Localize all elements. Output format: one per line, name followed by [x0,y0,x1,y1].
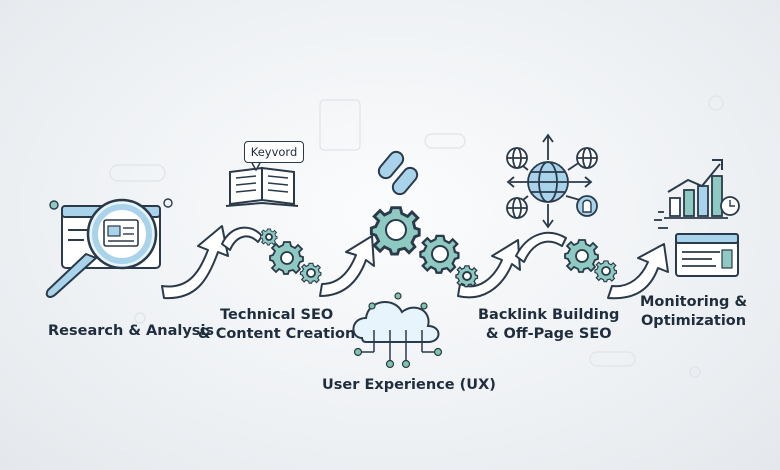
gears-group-3 [564,239,617,283]
arrow-3b [515,231,567,263]
arrow-4 [607,243,669,300]
stage-label-line: User Experience (UX) [322,377,496,393]
arrow-1 [161,225,229,300]
stage-label-line: Monitoring & [640,294,748,310]
chain-link-icon [377,150,419,196]
cloud-network-icon [352,292,443,369]
stage-label-line: & Content Creation [198,326,356,342]
gears-group-2 [369,206,479,288]
stage-label-line: Technical SEO [220,307,334,323]
background-decoration [109,95,724,378]
arrow-2 [319,235,375,297]
stage-label-line: & Off-Page SEO [485,326,612,342]
stage-label-technical: Technical SEO & Content Creation [198,306,355,344]
stage-label-research: Research & Analysis [48,322,214,341]
book-icon [225,162,299,207]
stage-label-line: Research & Analysis [48,323,215,339]
stage-label-line: Optimization [640,313,747,329]
magnifier-icon [45,198,173,298]
arrow-1b [221,226,263,251]
flow-arrows [161,225,669,300]
globe-network-icon [506,133,598,229]
keyword-tag: Keyvord [244,141,304,163]
gears-group-1 [260,228,322,284]
stage-label-monitoring: Monitoring & Optimization [640,293,747,331]
stage-label-ux: User Experience (UX) [322,376,496,395]
stage-label-backlink: Backlink Building & Off-Page SEO [478,306,619,344]
stage-label-line: Backlink Building [478,307,620,323]
arrow-3 [457,239,521,299]
chart-monitor-icon [654,159,740,277]
